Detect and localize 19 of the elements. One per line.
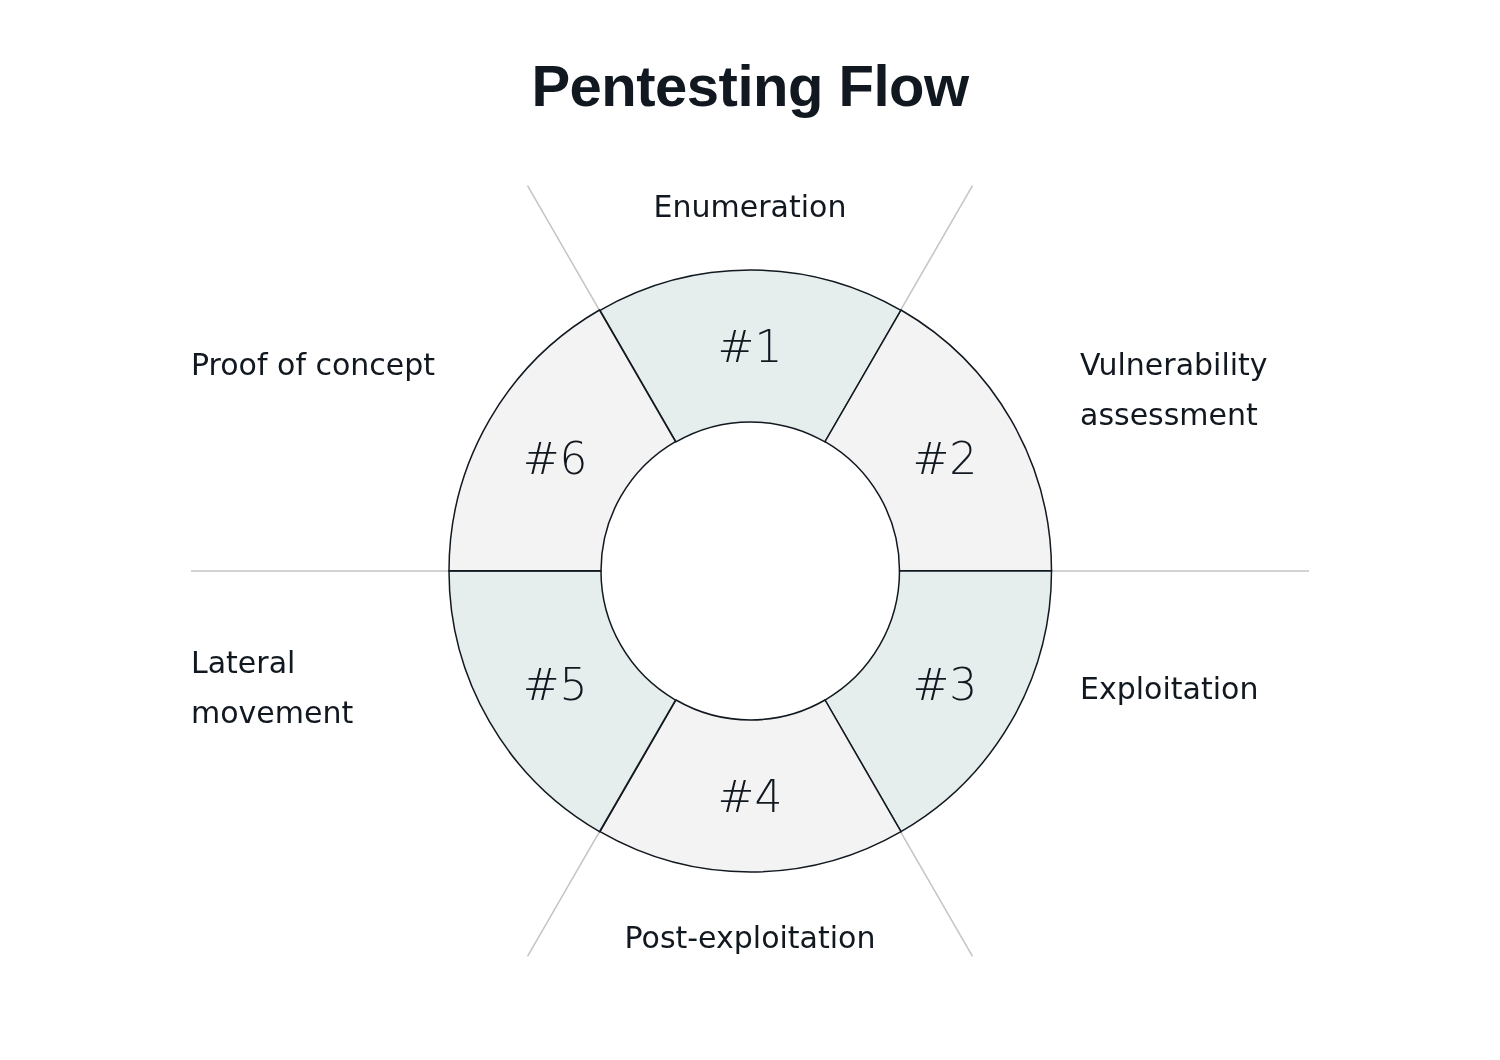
stage-label: Proof of concept bbox=[191, 346, 437, 384]
title: Pentesting Flow bbox=[530, 52, 970, 119]
step-number: #5 bbox=[522, 658, 588, 709]
stage-label: Lateral movement bbox=[191, 644, 355, 732]
stage-label: Enumeration bbox=[652, 188, 848, 226]
stage-label: Post-exploitation bbox=[623, 919, 877, 957]
ring-segment bbox=[599, 270, 901, 442]
step-number: #1 bbox=[717, 320, 783, 372]
step-number: #2 bbox=[912, 433, 978, 484]
ring-segment bbox=[824, 571, 1051, 832]
step-number: #6 bbox=[522, 433, 588, 484]
stage-label: Exploitation bbox=[1080, 670, 1260, 708]
step-number: #4 bbox=[717, 770, 783, 822]
ring-segment bbox=[824, 310, 1051, 571]
ring-segment bbox=[449, 310, 676, 571]
ring-segment bbox=[449, 571, 676, 832]
stage-label: Vulnerability assessment bbox=[1080, 346, 1269, 434]
ring-segment bbox=[599, 700, 901, 872]
step-number: #3 bbox=[912, 658, 978, 709]
